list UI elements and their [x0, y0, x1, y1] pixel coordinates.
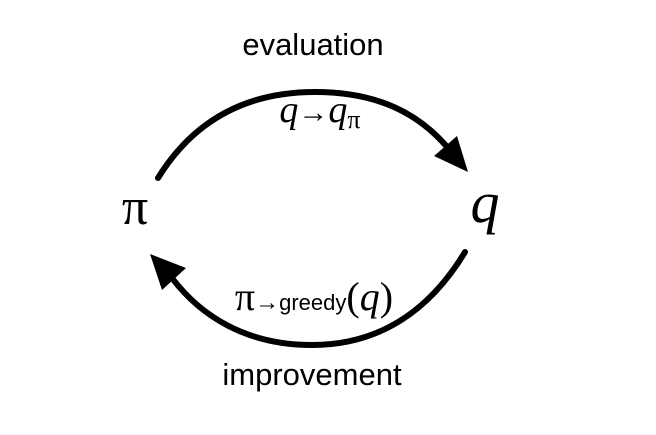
formula-open-paren: (	[346, 274, 359, 319]
formula-q-pi: q	[328, 89, 347, 131]
formula-pi-subscript: π	[347, 105, 360, 134]
value-node: q	[471, 170, 500, 235]
improvement-arrowhead	[150, 254, 186, 290]
evaluation-formula: q→qπ	[279, 89, 360, 134]
formula-pi: π	[235, 274, 255, 319]
formula-q: q	[360, 274, 380, 319]
formula-q: q	[279, 89, 298, 131]
evaluation-label: evaluation	[242, 27, 383, 62]
formula-close-paren: )	[380, 274, 393, 319]
improvement-formula: π→greedy(q)	[235, 274, 393, 319]
policy-node: π	[122, 179, 148, 236]
improvement-arc	[169, 249, 468, 349]
improvement-label: improvement	[222, 357, 402, 392]
formula-arrow: →	[255, 289, 279, 316]
evaluation-arc	[155, 88, 451, 181]
formula-arrow: →	[298, 96, 328, 129]
evaluation-arrowhead	[434, 136, 468, 172]
formula-greedy: greedy	[279, 290, 346, 315]
